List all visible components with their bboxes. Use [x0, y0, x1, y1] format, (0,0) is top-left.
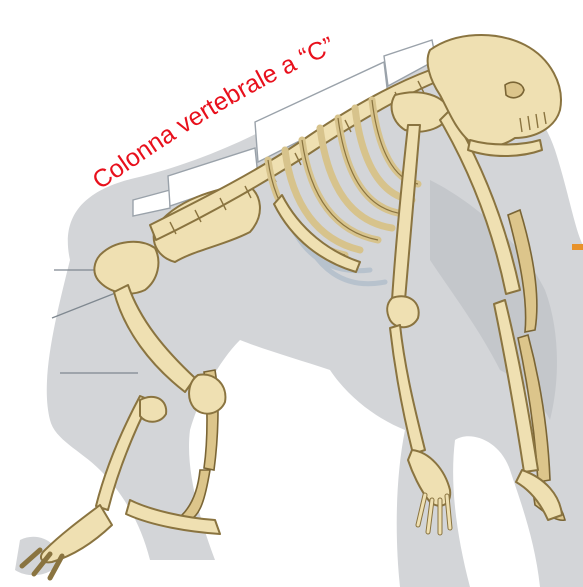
elbow — [387, 296, 418, 327]
accent-mark — [572, 244, 583, 250]
knee — [189, 375, 225, 414]
eye-socket — [505, 82, 524, 97]
tibia-head — [140, 397, 166, 422]
